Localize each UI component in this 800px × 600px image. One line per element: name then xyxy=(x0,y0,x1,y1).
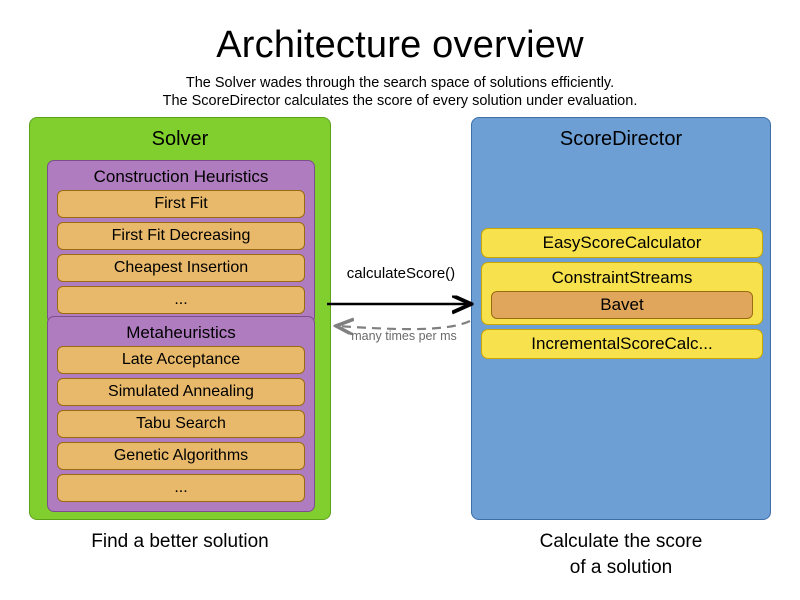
caption-score-director: Calculate the score of a solution xyxy=(471,529,771,581)
arrow-label-many-times-per-ms: many times per ms xyxy=(351,329,457,343)
arrow-return-many-times-per-ms xyxy=(337,321,471,329)
solver-panel-title: Solver xyxy=(151,128,209,150)
list-item-ellipsis: ... xyxy=(57,474,305,502)
score-director-panel: ScoreDirector EasyScoreCalculator Constr… xyxy=(471,117,771,520)
page-title: Architecture overview xyxy=(216,24,584,66)
group-title-metaheuristics: Metaheuristics xyxy=(126,323,236,342)
list-item: First Fit Decreasing xyxy=(57,222,305,250)
score-calculator-list: EasyScoreCalculator ConstraintStreams Ba… xyxy=(481,228,763,363)
score-calculator-constraint-streams: ConstraintStreams Bavet xyxy=(481,262,763,325)
subtitle-line-2: The ScoreDirector calculates the score o… xyxy=(162,93,638,109)
metaheuristics-list: Late Acceptance Simulated Annealing Tabu… xyxy=(48,346,314,511)
score-calculator-incremental: IncrementalScoreCalc... xyxy=(481,329,763,359)
arrow-label-calculate-score: calculateScore() xyxy=(346,265,456,282)
score-director-panel-title: ScoreDirector xyxy=(559,128,683,150)
caption-solver: Find a better solution xyxy=(29,529,331,555)
group-metaheuristics: Metaheuristics Late Acceptance Simulated… xyxy=(47,316,315,512)
construction-heuristics-list: First Fit First Fit Decreasing Cheapest … xyxy=(48,190,314,323)
list-item: First Fit xyxy=(57,190,305,218)
caption-score-director-line-1: Calculate the score xyxy=(539,531,703,552)
list-item: Simulated Annealing xyxy=(57,378,305,406)
caption-solver-line-1: Find a better solution xyxy=(91,531,269,552)
list-item: Late Acceptance xyxy=(57,346,305,374)
subtitle-line-1: The Solver wades through the search spac… xyxy=(185,75,615,91)
score-calculator-easy: EasyScoreCalculator xyxy=(481,228,763,258)
solver-panel: Solver Construction Heuristics First Fit… xyxy=(29,117,331,520)
list-item-ellipsis: ... xyxy=(57,286,305,314)
arrow-svg xyxy=(327,265,480,360)
list-item: Cheapest Insertion xyxy=(57,254,305,282)
list-item: Tabu Search xyxy=(57,410,305,438)
group-title-construction-heuristics: Construction Heuristics xyxy=(93,167,269,186)
caption-score-director-line-2: of a solution xyxy=(569,557,673,578)
diagram-header: Architecture overview The Solver wades t… xyxy=(0,0,800,110)
list-item: Genetic Algorithms xyxy=(57,442,305,470)
constraint-streams-bavet: Bavet xyxy=(491,291,753,319)
arrow-group: calculateScore() many times per ms xyxy=(325,265,480,360)
group-construction-heuristics: Construction Heuristics First Fit First … xyxy=(47,160,315,324)
constraint-streams-label: ConstraintStreams xyxy=(551,268,693,287)
